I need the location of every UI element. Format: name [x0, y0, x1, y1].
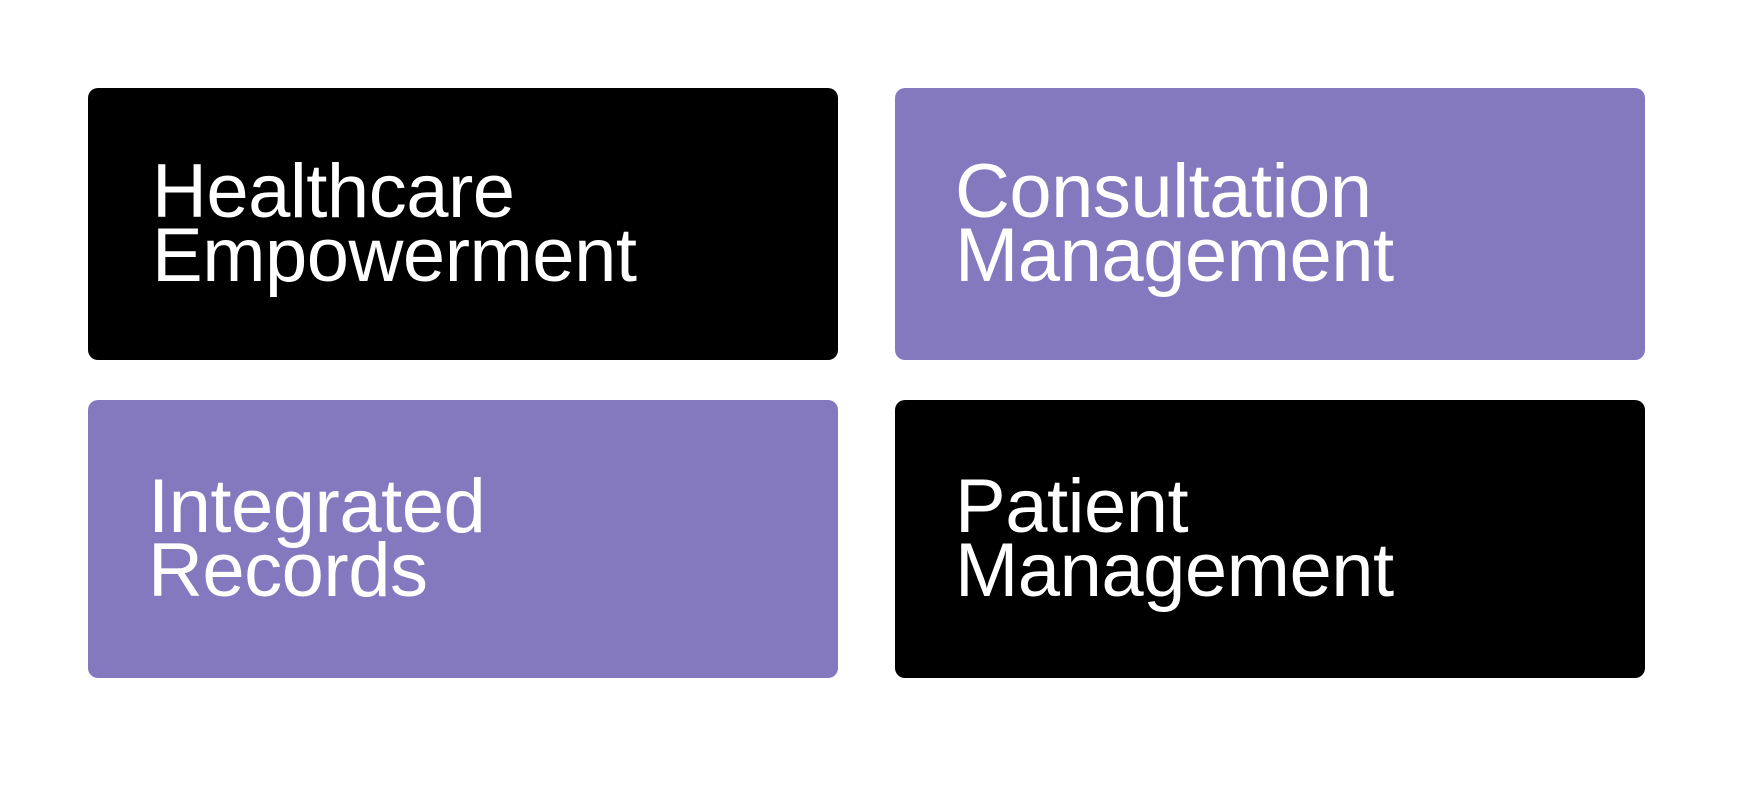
feature-card-consultation-management[interactable]: Consultation Management [895, 88, 1645, 360]
feature-card-title: Consultation Management [955, 149, 1394, 298]
feature-card-healthcare-empowerment[interactable]: Healthcare Empowerment [88, 88, 838, 360]
feature-card-title: Healthcare Empowerment [152, 149, 637, 298]
feature-card-grid: Healthcare Empowerment Consultation Mana… [88, 88, 1645, 678]
feature-card-title: Integrated Records [148, 464, 486, 613]
feature-card-title: Patient Management [955, 464, 1394, 613]
feature-card-patient-management[interactable]: Patient Management [895, 400, 1645, 678]
feature-card-integrated-records[interactable]: Integrated Records [88, 400, 838, 678]
